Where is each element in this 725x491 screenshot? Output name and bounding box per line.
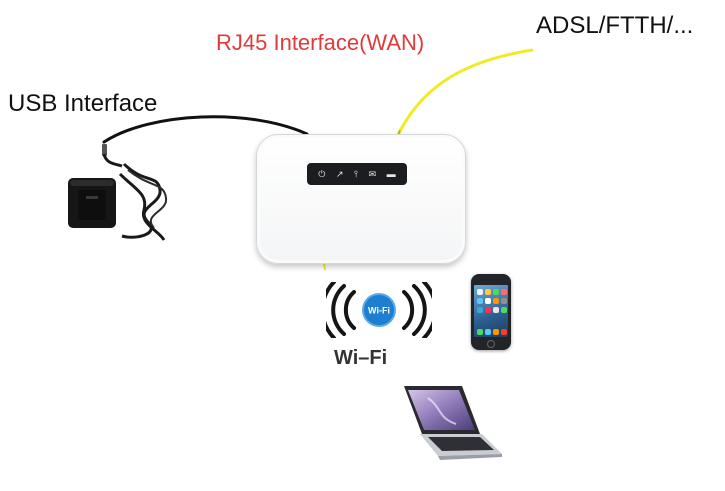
sms-led-icon: ✉ (368, 169, 377, 179)
phone-screen (474, 285, 508, 337)
phone-home-button (487, 340, 495, 348)
smartphone-icon (471, 274, 511, 350)
power-led-icon: ⏻ (318, 169, 326, 179)
wifi-badge-text: Wi-Fi (368, 306, 390, 316)
led-indicator-panel: ⏻ ↗ ⫯ ✉ ▬ (307, 163, 407, 185)
usb-power-adapter-icon (68, 144, 168, 241)
router-bottom-mark (323, 263, 326, 271)
usb-cable (102, 115, 309, 144)
signal-led-icon: ↗ (335, 169, 344, 179)
wan-cable (397, 48, 534, 135)
rj45-interface-label: RJ45 Interface(WAN) (216, 30, 425, 55)
wifi-label: Wi–Fi (334, 347, 388, 369)
wifi-signal-icon: Wi-Fi (326, 282, 432, 338)
wifi-led-icon: ⫯ (354, 169, 358, 179)
laptop-icon (404, 386, 502, 460)
battery-led-icon: ▬ (386, 169, 396, 179)
usb-interface-label: USB Interface (8, 90, 158, 117)
portable-router-icon: ⏻ ↗ ⫯ ✉ ▬ (256, 134, 466, 264)
wan-type-label: ADSL/FTTH/... (536, 12, 694, 39)
